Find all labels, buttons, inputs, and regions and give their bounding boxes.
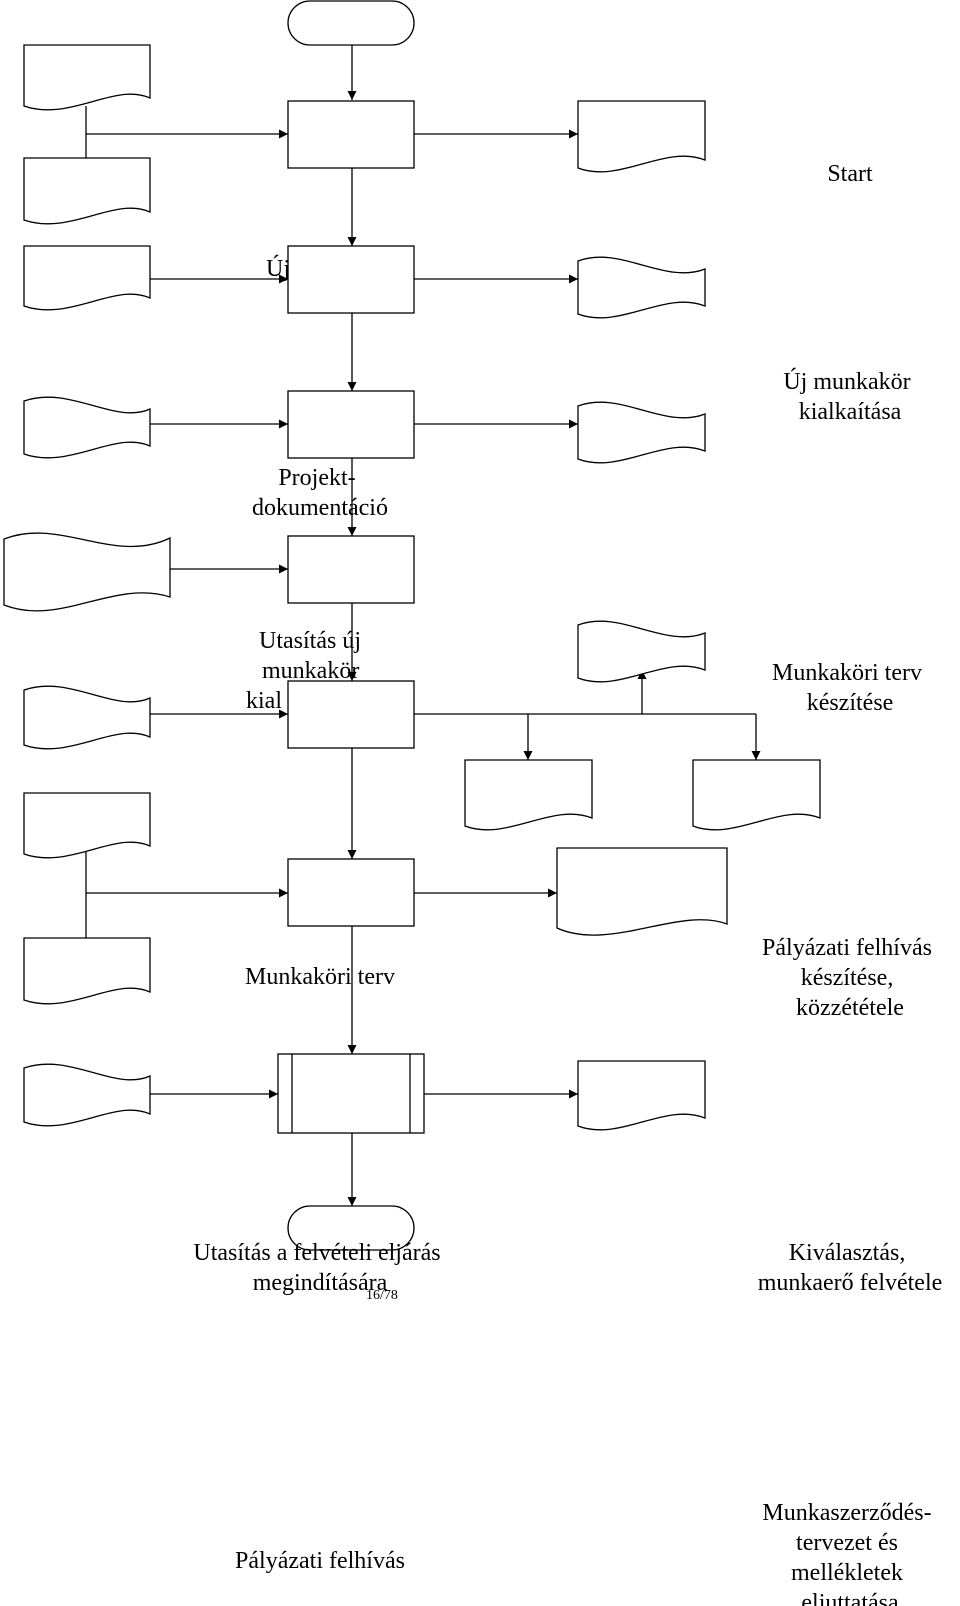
document-shape: [23, 157, 151, 225]
document-shape: [23, 685, 151, 750]
document-shape: [23, 396, 151, 459]
document-shape: [692, 759, 821, 831]
document-shape: [577, 401, 706, 464]
document-shape: [577, 256, 706, 319]
utasitas-uj-munkakor-label: Utasítás új munkakör kial: [246, 628, 367, 714]
document-shape: [23, 245, 151, 311]
document-shape: [577, 1060, 706, 1131]
start-label: Start: [827, 161, 873, 187]
process-box: [287, 245, 415, 314]
process-box: [287, 858, 415, 927]
process-box: [287, 680, 415, 749]
document-shape: [577, 620, 706, 683]
predefined-process-box: [277, 1053, 425, 1134]
document-shape: [577, 100, 706, 173]
uj-munkakor-label: Új munkakör kialkaítása: [783, 368, 916, 425]
munkakori-terv-label: Munkaköri terv: [245, 964, 395, 990]
document-shape: [23, 44, 151, 111]
kivalasztas-label: Kiválasztás, munkaerő felvétele: [758, 1240, 943, 1296]
palyazati-felhivas-keszitese-label: Pályázati felhívás készítése, közzététel…: [762, 935, 938, 1021]
process-box: [287, 100, 415, 169]
document-shape: [23, 1063, 151, 1127]
end-terminator: [287, 1205, 415, 1251]
document-shape: [464, 759, 593, 831]
process-box: [287, 390, 415, 459]
partial-label: Új: [266, 255, 290, 282]
munkaszerzodes-label: Munkaszerződés- tervezet és mellékletek …: [762, 1500, 937, 1606]
process-box: [287, 535, 415, 604]
document-shape: [3, 532, 171, 612]
projekt-dokumentacio-label: Projekt- dokumentáció: [252, 465, 388, 521]
connectors: [85, 45, 761, 1206]
munkakori-terv-keszitese-label: Munkaköri terv készítése: [772, 660, 928, 716]
utasitas-felveteli-label: Utasítás a felvételi eljárás megindításá…: [193, 1240, 446, 1296]
page-number: 16/78: [366, 1288, 398, 1303]
document-shape: [23, 937, 151, 1005]
document-shape: [23, 792, 151, 859]
start-terminator: [287, 0, 415, 46]
document-shape: [556, 847, 728, 936]
palyazati-felhivas-label: Pályázati felhívás: [235, 1548, 405, 1574]
